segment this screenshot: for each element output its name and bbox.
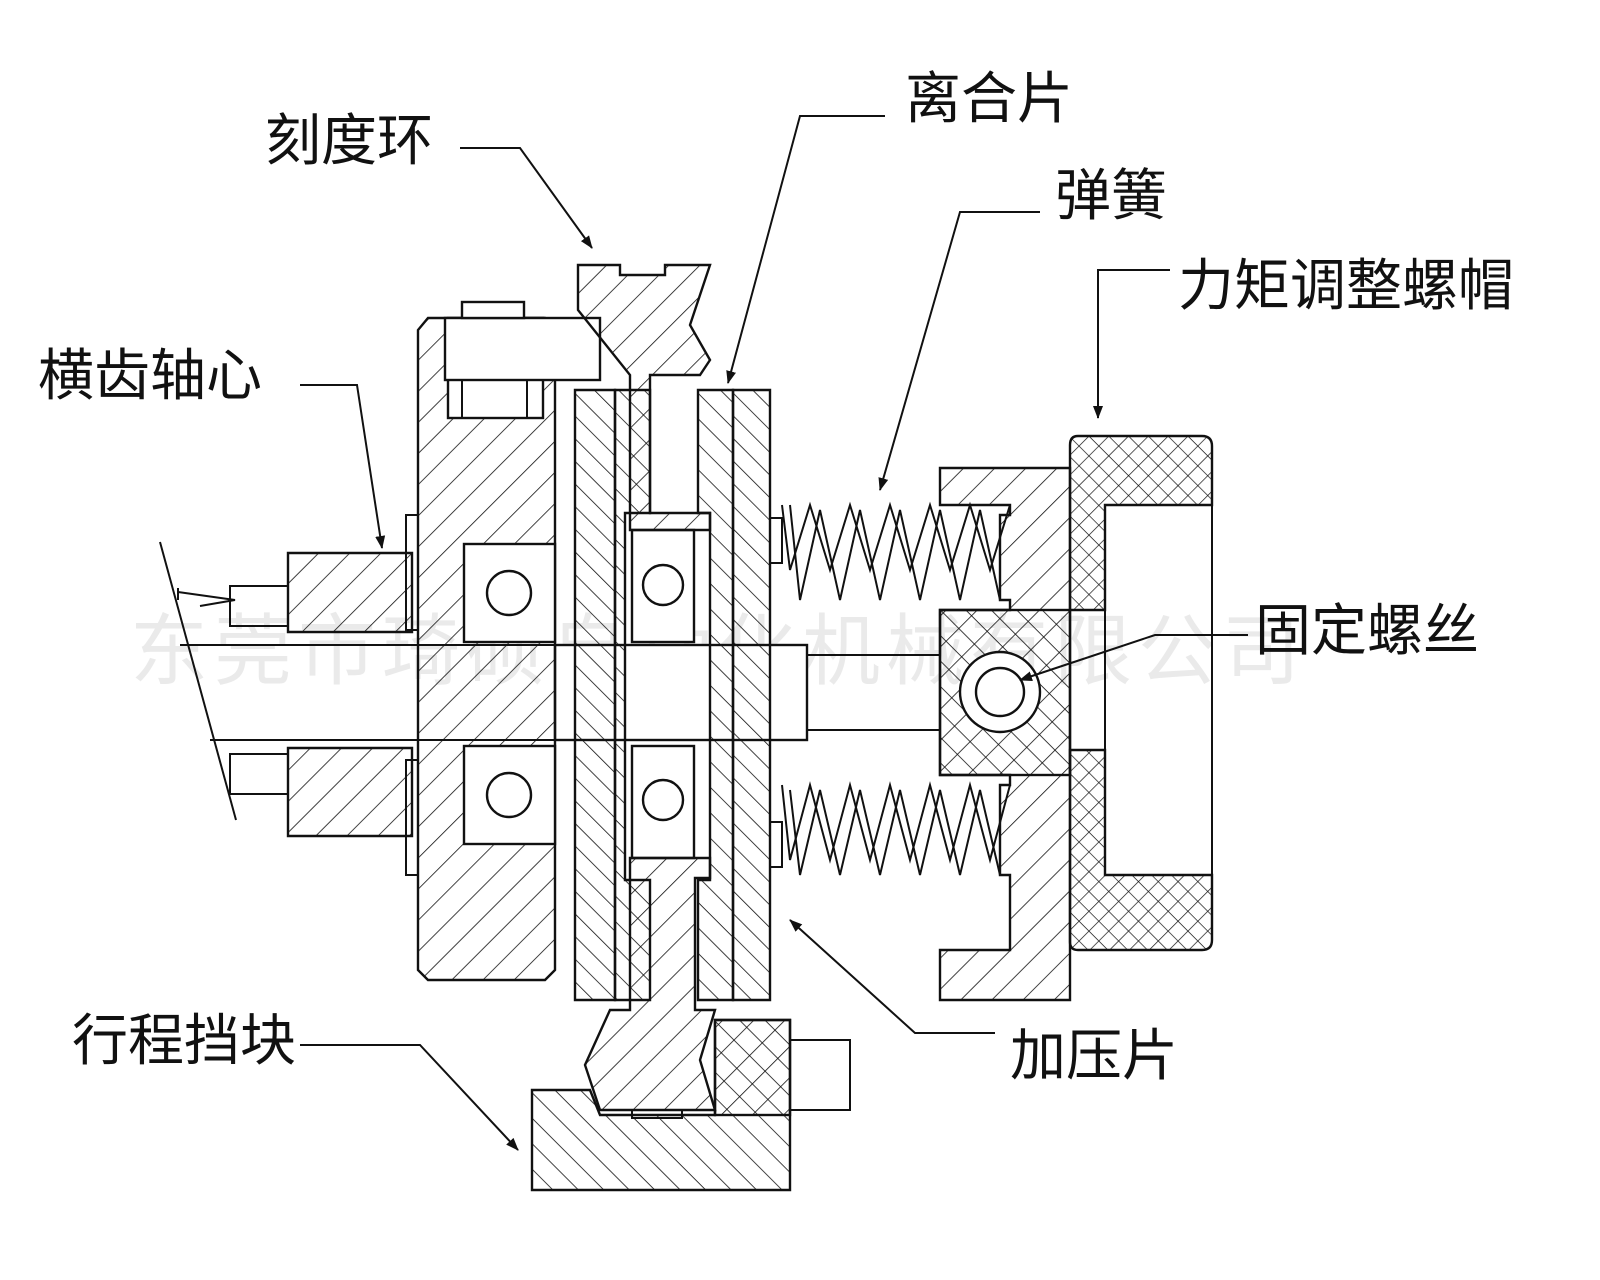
label-shaft-core: 横齿轴心 [38, 344, 262, 409]
ball-bearing [485, 771, 533, 819]
torque-adjust-nut [1068, 434, 1214, 952]
travel-stop-block [530, 1018, 851, 1192]
label-clutch-plate: 离合片 [905, 67, 1073, 132]
ball-bearing [641, 778, 685, 822]
label-spring: 弹簧 [1055, 164, 1167, 229]
label-scale-ring: 刻度环 [265, 109, 433, 174]
ball-bearing [485, 569, 533, 617]
leader-lines [300, 115, 1248, 1151]
label-travel-stop: 行程挡块 [72, 1009, 296, 1074]
label-fixing-screw: 固定螺丝 [1255, 599, 1479, 664]
label-torque-nut: 力矩调整螺帽 [1178, 254, 1514, 319]
ball-bearing [641, 563, 685, 607]
disc-pack [573, 263, 772, 1112]
bearing-housing [405, 300, 602, 982]
label-pressure-plate: 加压片 [1010, 1024, 1178, 1089]
spring-collar [938, 466, 1072, 1002]
